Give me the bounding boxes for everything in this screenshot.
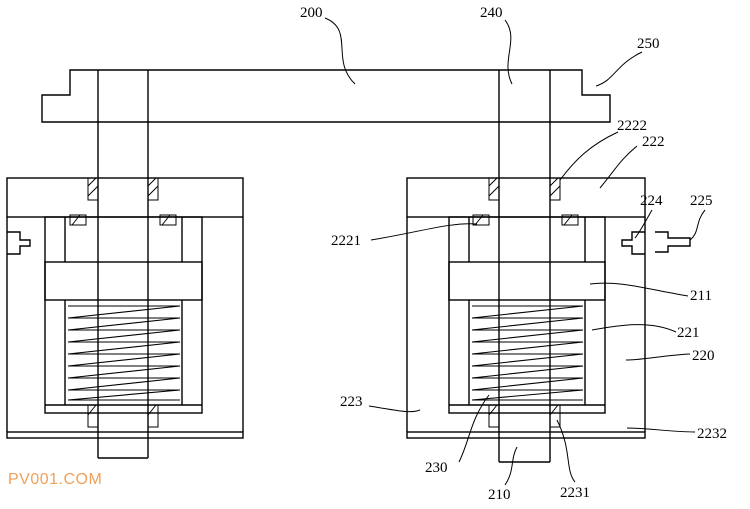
watermark: PV001.COM [8,471,103,488]
label-230: 230 [425,460,448,476]
right-seals [472,177,579,428]
left-seals [69,177,177,428]
label-2231: 2231 [560,485,590,501]
label-220: 220 [692,348,715,364]
right-spring [471,305,584,401]
leader-lines [324,17,706,486]
label-240: 240 [480,5,503,21]
label-2232: 2232 [697,426,727,442]
label-211: 211 [690,288,712,304]
label-223: 223 [340,394,363,410]
label-2222: 2222 [617,118,647,134]
pin-225 [655,231,691,253]
top-plate [41,69,611,123]
label-224: 224 [640,193,663,209]
label-200: 200 [300,5,323,21]
label-222: 222 [642,134,665,150]
left-spring [67,305,181,401]
label-221: 221 [677,325,700,341]
reference-labels: 200 240 250 2222 222 224 225 2221 211 22… [300,5,727,503]
left-assembly [6,122,244,459]
label-250: 250 [637,36,660,52]
label-225: 225 [690,193,713,209]
right-assembly [406,122,691,463]
label-210: 210 [488,487,511,503]
label-2221: 2221 [331,233,361,249]
